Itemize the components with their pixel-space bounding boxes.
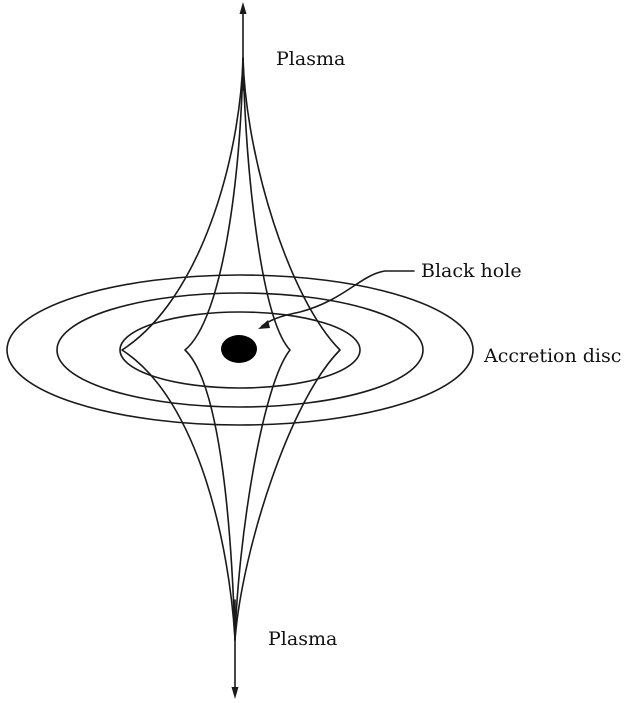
accretion-disc-label: Accretion disc (483, 345, 621, 367)
arrow-down-icon (232, 687, 239, 699)
plasma-bottom-label: Plasma (268, 628, 337, 650)
black-hole-label: Black hole (421, 260, 522, 282)
black-hole-pointer (258, 271, 414, 329)
arrow-up-icon (240, 2, 247, 14)
black-hole-arrowhead-icon (258, 320, 270, 329)
black-hole (221, 335, 257, 363)
plasma-top-label: Plasma (276, 48, 345, 70)
